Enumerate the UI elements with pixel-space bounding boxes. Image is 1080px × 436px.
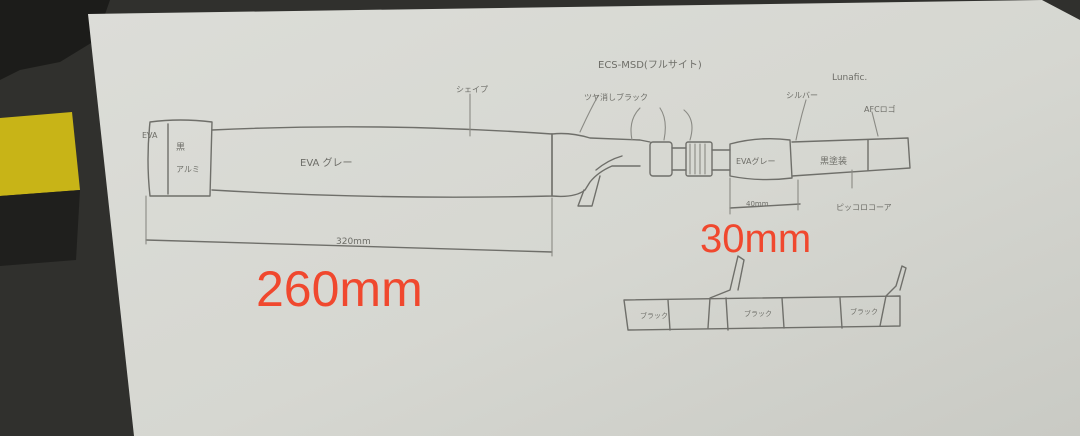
shape-label: シェイプ [456, 85, 488, 94]
fore-length-overlay: 30mm [700, 217, 811, 261]
rear-length-overlay: 260mm [256, 261, 423, 317]
black-label-3: ブラック [850, 307, 878, 316]
handle-drawing [145, 93, 911, 257]
front-label: 黒塗装 [820, 155, 847, 167]
grip-label: EVA グレー [300, 156, 353, 169]
black-label-1: ブラック [640, 311, 668, 320]
paper-sheet [88, 0, 1080, 436]
top-label: ECS-MSD(フルサイト) [598, 59, 702, 71]
piccolo-label: ピッコロコーア [836, 203, 892, 212]
length-40-label: 40mm [746, 200, 769, 208]
end-cap-ring-label: アルミ [176, 165, 200, 174]
brand-label: Lunafic. [832, 73, 867, 83]
yellow-object [0, 112, 80, 196]
silver-label: シルバー [786, 91, 818, 100]
fore-grip-label: EVAグレー [736, 156, 776, 166]
end-cap-label: EVA [142, 131, 158, 140]
detail-drawing [623, 255, 907, 331]
logo-label: AFCロゴ [864, 104, 896, 114]
tsuyakeshi-label: ツヤ消しブラック [584, 92, 648, 102]
length-320-label: 320mm [336, 237, 371, 247]
end-cap-black-label: 黒 [176, 142, 185, 153]
black-label-2: ブラック [744, 309, 772, 318]
